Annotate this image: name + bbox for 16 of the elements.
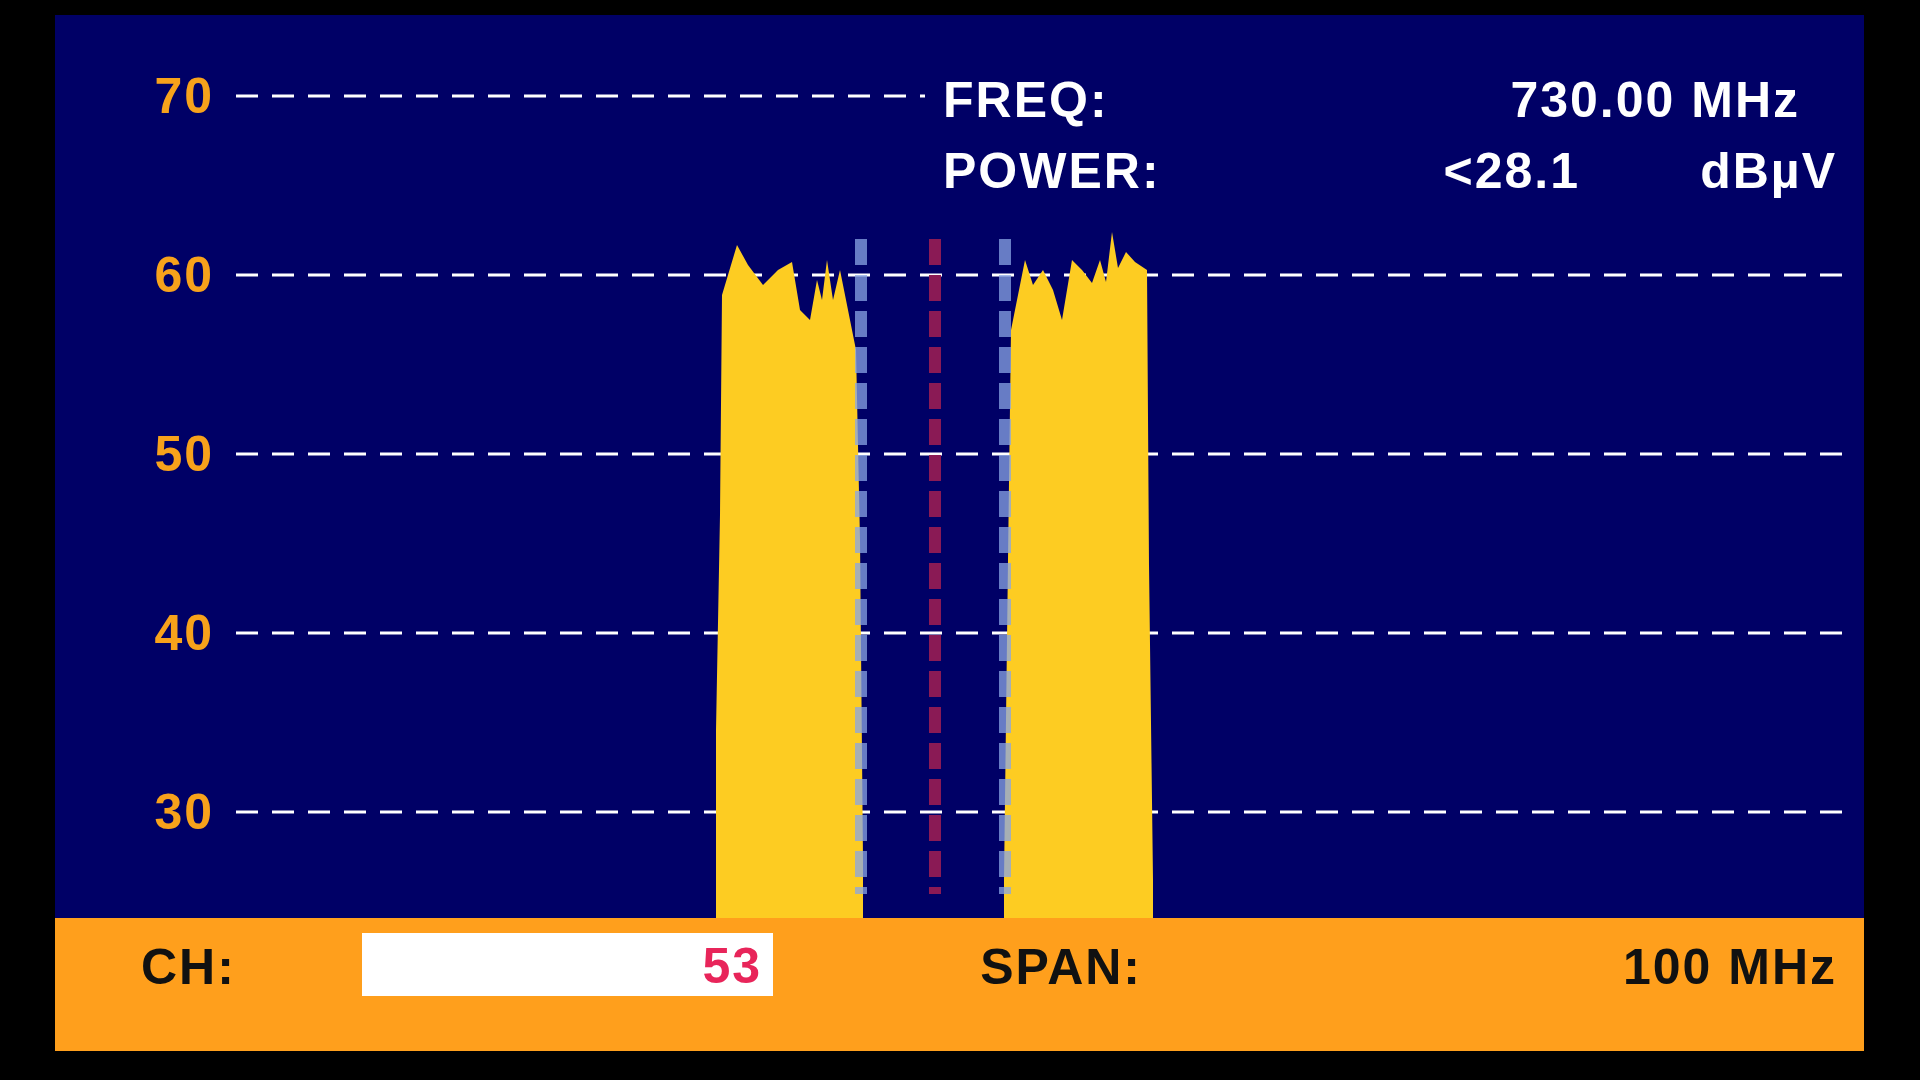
axis-tick-label: 60 [154, 250, 214, 300]
field-value: 100 MHz [1622, 942, 1837, 992]
axis-tick-label: 40 [154, 608, 214, 658]
axis-tick-label: 30 [154, 787, 214, 837]
readout-label: FREQ: [943, 75, 1109, 125]
axis-tick-label: 70 [154, 71, 214, 121]
channel-number: 53 [702, 941, 762, 991]
readout-value: <28.1 [1443, 146, 1580, 196]
unit-label: dBµV [1700, 146, 1837, 196]
field-label: CH: [141, 942, 236, 992]
readout-value: 730.00 MHz [1510, 75, 1800, 125]
channel-field [362, 933, 773, 996]
field-label: SPAN: [980, 942, 1142, 992]
readout-label: POWER: [943, 146, 1161, 196]
status-bar [55, 918, 1864, 1051]
axis-tick-label: 50 [154, 429, 214, 479]
